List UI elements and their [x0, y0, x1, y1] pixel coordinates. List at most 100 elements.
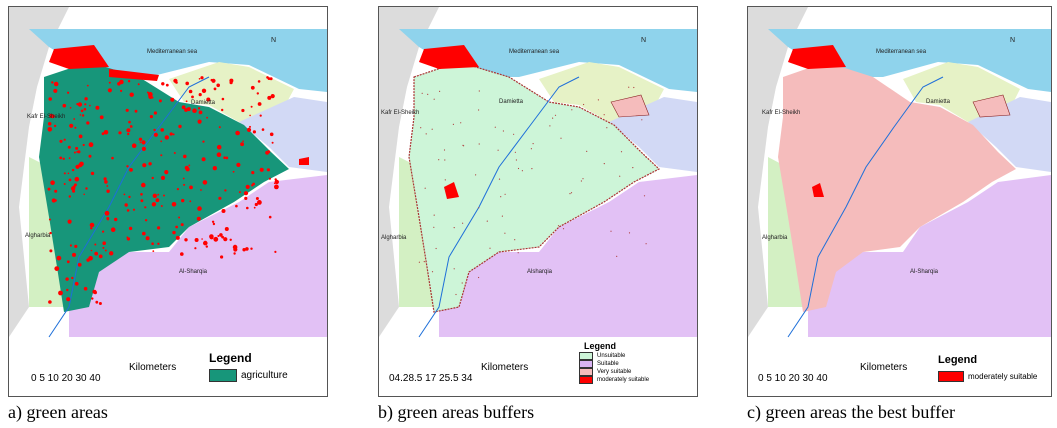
agriculture-speckle — [224, 189, 227, 192]
agriculture-speckle — [235, 130, 240, 136]
agriculture-speckle — [186, 107, 191, 112]
agriculture-speckle — [216, 83, 220, 88]
agriculture-speckle — [257, 102, 262, 106]
agriculture-speckle — [73, 151, 76, 154]
agriculture-speckle — [74, 176, 80, 182]
agriculture-speckle — [191, 95, 194, 99]
agriculture-speckle — [145, 236, 150, 241]
agriculture-speckle — [98, 254, 103, 259]
buffer-speckle — [453, 227, 455, 229]
agriculture-speckle — [185, 100, 188, 103]
agriculture-speckle — [66, 297, 71, 302]
agriculture-speckle — [47, 187, 51, 191]
agriculture-speckle — [49, 231, 52, 235]
buffer-speckle — [606, 127, 608, 129]
agriculture-speckle — [140, 199, 144, 203]
agriculture-speckle — [151, 242, 154, 245]
label-kafr-c: Kafr El-Sheikh — [762, 110, 801, 116]
agriculture-speckle — [265, 150, 269, 155]
agriculture-speckle — [90, 171, 95, 176]
agriculture-speckle — [157, 193, 160, 196]
agriculture-speckle — [160, 175, 166, 180]
label-damietta-a: Damietta — [191, 100, 216, 106]
agriculture-speckle — [223, 156, 226, 159]
buffer-speckle — [517, 167, 520, 170]
label-sharqia-b: Alsharqia — [527, 269, 553, 275]
agriculture-speckle — [152, 193, 157, 198]
agriculture-speckle — [91, 297, 94, 300]
agriculture-speckle — [110, 227, 116, 232]
agriculture-speckle — [76, 103, 79, 106]
agriculture-speckle — [134, 109, 138, 113]
agriculture-speckle — [266, 76, 269, 79]
agriculture-speckle — [68, 178, 72, 182]
agriculture-speckle — [80, 109, 84, 113]
agriculture-speckle — [163, 194, 165, 197]
agriculture-speckle — [70, 186, 76, 191]
buffer-speckle — [433, 214, 435, 216]
agriculture-speckle — [128, 226, 133, 231]
agriculture-speckle — [85, 187, 88, 190]
agriculture-speckle — [202, 140, 205, 143]
agriculture-speckle — [72, 252, 76, 257]
agriculture-speckle — [95, 300, 99, 304]
agriculture-speckle — [184, 165, 189, 170]
buffer-speckle — [500, 196, 502, 198]
label-gharbia-a: Algharbia — [25, 233, 51, 239]
agriculture-speckle — [233, 252, 236, 255]
agriculture-speckle — [160, 205, 163, 207]
scale-unit-b: Kilometers — [481, 362, 529, 373]
agriculture-speckle — [69, 123, 74, 128]
agriculture-speckle — [178, 216, 181, 219]
legend-title-c: Legend — [938, 354, 978, 366]
agriculture-speckle — [213, 87, 217, 91]
agriculture-speckle — [155, 198, 160, 203]
agriculture-speckle — [268, 215, 272, 219]
agriculture-speckle — [74, 244, 78, 248]
agriculture-speckle — [246, 206, 249, 210]
buffer-speckle — [586, 150, 588, 152]
agriculture-speckle — [183, 154, 187, 159]
agriculture-speckle — [144, 219, 148, 222]
agriculture-speckle — [197, 119, 202, 124]
agriculture-speckle — [93, 290, 98, 295]
label-damietta-c: Damietta — [926, 99, 951, 105]
buffer-speckle — [620, 151, 623, 153]
agriculture-speckle — [153, 111, 157, 115]
agriculture-speckle — [232, 244, 238, 250]
buffer-speckle — [438, 159, 440, 161]
agriculture-speckle — [194, 247, 197, 250]
agriculture-speckle — [209, 234, 214, 239]
caption-c: c) green areas the best buffer — [747, 402, 956, 422]
agriculture-speckle — [86, 121, 90, 125]
buffer-speckle — [501, 215, 503, 217]
agriculture-speckle — [198, 78, 201, 80]
buffer-speckle — [502, 130, 504, 132]
agriculture-speckle — [221, 209, 226, 213]
agriculture-speckle — [98, 302, 102, 305]
agriculture-speckle — [126, 128, 131, 133]
agriculture-speckle — [153, 132, 158, 137]
agriculture-speckle — [253, 206, 256, 209]
agriculture-speckle — [84, 97, 88, 101]
agriculture-speckle — [141, 140, 146, 145]
agriculture-speckle — [225, 156, 229, 160]
buffer-speckle — [498, 178, 501, 180]
agriculture-speckle — [49, 113, 54, 118]
agriculture-speckle — [67, 91, 70, 94]
agriculture-speckle — [47, 127, 53, 132]
agriculture-speckle — [151, 202, 157, 207]
agriculture-speckle — [160, 140, 163, 143]
buffer-speckle — [504, 232, 506, 234]
map-c — [748, 7, 1051, 396]
agriculture-speckle — [172, 133, 175, 136]
agriculture-speckle — [153, 128, 156, 132]
agriculture-speckle — [181, 198, 185, 203]
buffer-speckle — [478, 207, 480, 209]
buffer-speckle — [497, 149, 499, 151]
agriculture-speckle — [63, 172, 66, 175]
agriculture-speckle — [107, 218, 109, 221]
buffer-speckle — [443, 149, 446, 151]
north-arrow-a: N — [271, 37, 277, 44]
buffer-speckle — [433, 98, 435, 100]
